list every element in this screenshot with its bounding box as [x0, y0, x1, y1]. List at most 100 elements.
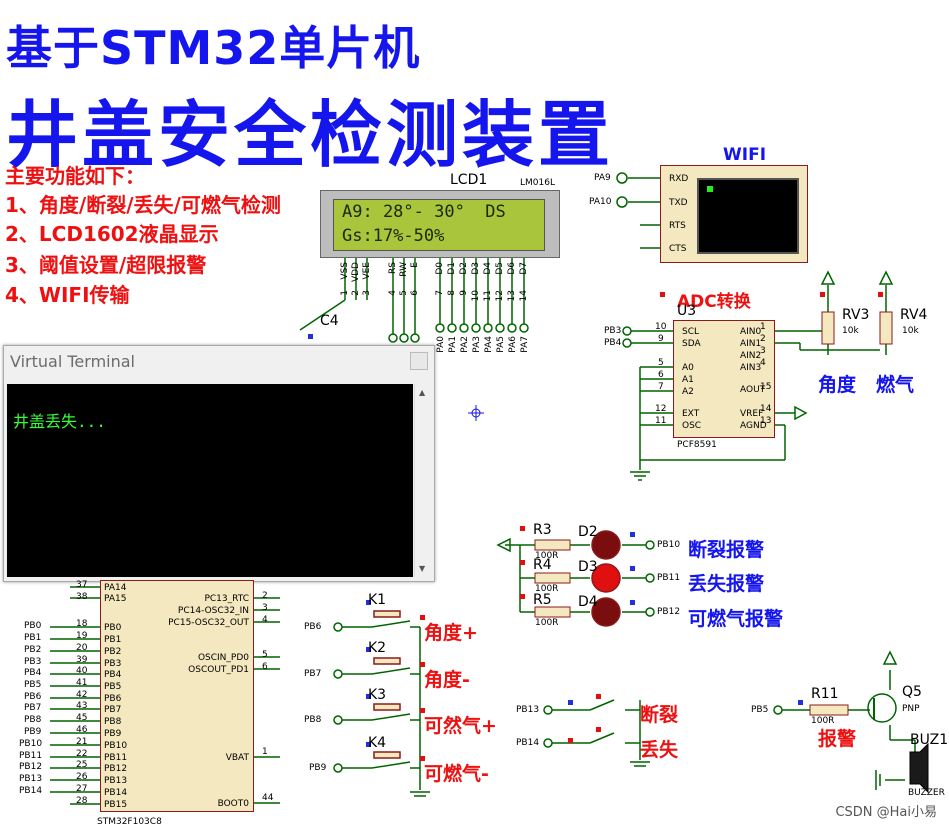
feature-item-3: 3、阈值设置/超限报警: [5, 253, 207, 277]
res-r3-ref: R3: [533, 522, 552, 538]
mcu-num: 25: [76, 760, 88, 770]
title-line-2: 井盖安全检测装置: [6, 93, 615, 177]
pot-rv4-ref: RV4: [900, 307, 928, 323]
pcf8591-chip[interactable]: SCL SDA A0 A1 A2 EXT OSC AIN0 AIN1 AIN2 …: [673, 320, 775, 438]
adc-num: 7: [658, 382, 664, 392]
pot-gas-label[interactable]: 燃气: [876, 374, 915, 396]
res-r11-value: 100R: [811, 716, 835, 726]
terminal-output[interactable]: 井盖丢失...: [7, 384, 413, 577]
lcd-pin-num: 10: [471, 290, 481, 302]
mcu-pin-pc14: PC14-OSC32_IN: [177, 606, 249, 616]
port-pa6: PA6: [508, 336, 518, 353]
mcu-pin-pb3: PB3: [104, 659, 122, 669]
lcd-pin-num: 8: [447, 290, 457, 296]
mcu-num: 39: [76, 655, 88, 665]
mcu-net: PB5: [24, 680, 42, 690]
scroll-up-icon[interactable]: ▲: [419, 388, 426, 397]
adc-pin-ain2: AIN2: [740, 351, 762, 361]
key-k3-ref: K3: [368, 687, 387, 703]
key-angle-up-label[interactable]: 角度+: [424, 622, 478, 644]
lcd-pin-d4: D4: [483, 262, 493, 275]
mcu-net: PB0: [24, 621, 42, 631]
buzzer-alarm-label: 报警: [818, 728, 857, 750]
res-r3-value: 100R: [535, 551, 559, 561]
mcu-num: 45: [76, 713, 88, 723]
switch-break-label[interactable]: 断裂: [640, 704, 679, 726]
adc-net-pb3: PB3: [604, 326, 622, 336]
lcd-pin-d5: D5: [495, 262, 505, 275]
mcu-net: PB1: [24, 633, 42, 643]
virtual-terminal-window[interactable]: Virtual Terminal 井盖丢失... ▲ ▼: [3, 345, 435, 582]
mcu-num: 18: [76, 619, 88, 629]
cap-ref: C4: [320, 313, 339, 329]
adc-pin-ain3: AIN3: [740, 363, 762, 373]
led-net-pb12: PB12: [657, 607, 681, 617]
buzzer-net-pb5: PB5: [751, 705, 769, 715]
key-net-pb8: PB8: [304, 715, 322, 725]
close-icon[interactable]: [410, 352, 428, 370]
pot-angle-label[interactable]: 角度: [818, 374, 857, 396]
key-net-pb6: PB6: [304, 622, 322, 632]
switch-lost-label[interactable]: 丢失: [640, 739, 679, 761]
mcu-num: 42: [76, 690, 88, 700]
adc-pin-scl: SCL: [682, 327, 700, 337]
terminal-scrollbar[interactable]: ▲ ▼: [414, 384, 433, 577]
adc-net-pb4: PB4: [604, 338, 622, 348]
lcd-pin-d3: D3: [471, 262, 481, 275]
mcu-num: 41: [76, 678, 88, 688]
adc-num: 13: [760, 416, 772, 426]
adc-num: 5: [658, 358, 664, 368]
mcu-pin-pc15: PC15-OSC32_OUT: [168, 618, 249, 628]
buzzer-model: BUZZER: [908, 788, 945, 798]
wifi-pin-rts: RTS: [669, 221, 686, 231]
mcu-num: 46: [76, 725, 88, 735]
mcu-pin-pb14: PB14: [104, 788, 128, 798]
key-k1-ref: K1: [368, 592, 387, 608]
mcu-pin-pb9: PB9: [104, 729, 122, 739]
adc-num: 12: [655, 404, 667, 414]
lcd-pin-num: 1: [340, 290, 350, 296]
mcu-num: 19: [76, 631, 88, 641]
stm32-chip[interactable]: PA14 PA15 PB0 PB1 PB2 PB3 PB4 PB5 PB6 PB…: [100, 580, 254, 812]
lcd-pin-num: 14: [519, 290, 529, 302]
key-gas-down-label[interactable]: 可燃气-: [424, 763, 489, 785]
mcu-net: PB13: [19, 774, 43, 784]
key-gas-up-label[interactable]: 可然气+: [424, 715, 497, 737]
alarm-gas-label: 可燃气报警: [688, 608, 784, 630]
mcu-pin-pb0: PB0: [104, 623, 122, 633]
lcd-pin-num: 6: [410, 290, 420, 296]
mcu-pin-oscin: OSCIN_PD0: [197, 653, 249, 663]
mcu-num: 37: [76, 580, 88, 590]
port-pa3: PA3: [472, 336, 482, 353]
mcu-num: 40: [76, 666, 88, 676]
mcu-pin-pa14: PA14: [104, 583, 127, 593]
wifi-net-pa10: PA10: [589, 197, 612, 207]
mcu-num: 3: [262, 603, 268, 613]
adc-pin-osc: OSC: [682, 421, 702, 431]
lcd-pin-num: 9: [459, 290, 469, 296]
scroll-down-icon[interactable]: ▼: [419, 564, 426, 573]
lcd-pin-num: 7: [435, 290, 445, 296]
adc-pin-a2: A2: [682, 387, 694, 397]
lcd-pin-d1: D1: [447, 262, 457, 275]
lcd-pin-d2: D2: [459, 262, 469, 275]
feature-item-1: 1、角度/断裂/丢失/可燃气检测: [5, 193, 281, 217]
mcu-pin-pb13: PB13: [104, 776, 128, 786]
mcu-pin-pb5: PB5: [104, 682, 122, 692]
mcu-net: PB4: [24, 668, 42, 678]
adc-num: 4: [760, 358, 766, 368]
adc-num: 3: [760, 346, 766, 356]
mcu-pin-pb15: PB15: [104, 800, 128, 810]
key-angle-down-label[interactable]: 角度-: [424, 669, 470, 691]
mcu-pin-pb2: PB2: [104, 647, 122, 657]
feature-item-2: 2、LCD1602液晶显示: [5, 222, 219, 246]
adc-num: 1: [760, 322, 766, 332]
mcu-net: PB11: [19, 751, 43, 761]
features-heading: 主要功能如下：: [5, 164, 145, 188]
wifi-net-pa9: PA9: [594, 173, 611, 183]
lcd-pin-num: 11: [483, 290, 493, 302]
adc-pin-ext: EXT: [682, 409, 700, 419]
wifi-module[interactable]: RXD TXD RTS CTS: [660, 165, 808, 263]
mcu-net: PB2: [24, 645, 42, 655]
